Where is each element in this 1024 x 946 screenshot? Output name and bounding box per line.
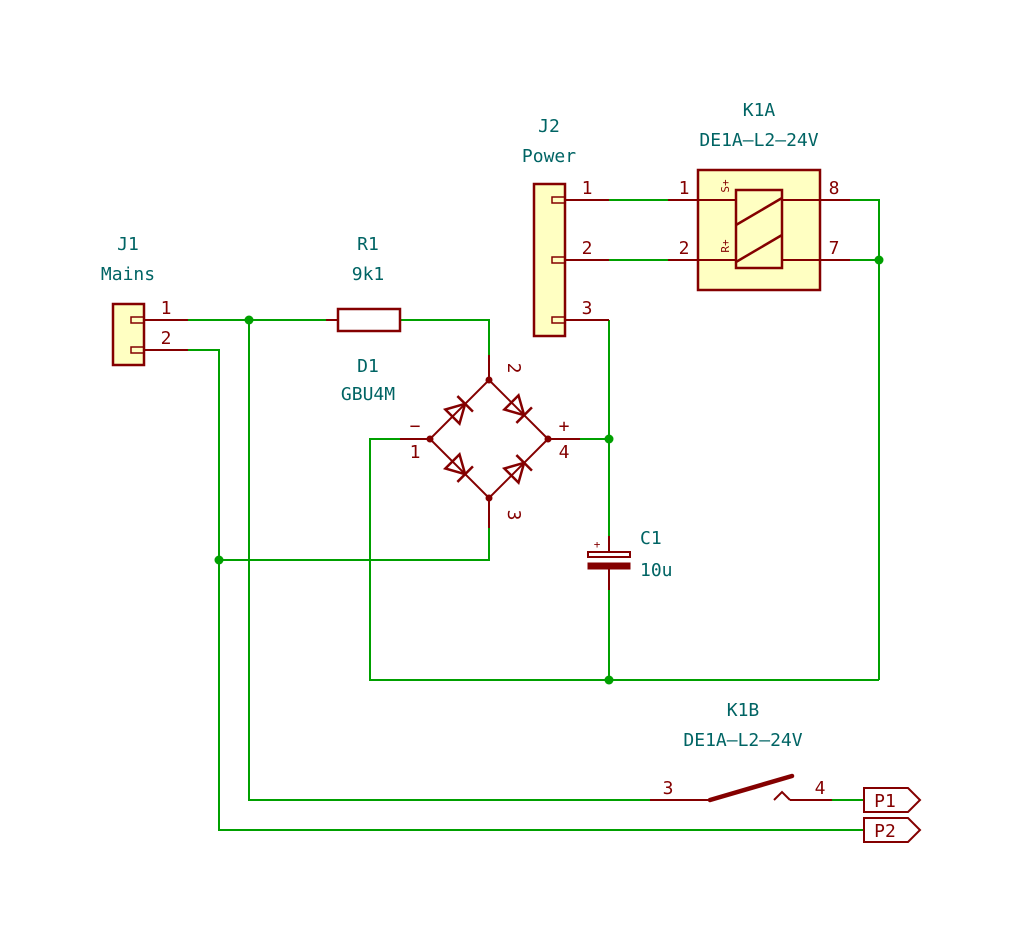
r1-body (336, 307, 402, 333)
junction-dot (214, 555, 224, 565)
d1-ref: D1 (357, 356, 379, 377)
k1b-ref: K1B (727, 700, 760, 721)
k1a-body (696, 168, 822, 292)
junctions (214, 255, 884, 685)
junction-dot (244, 315, 254, 325)
j2-pin2-label: 2 (582, 238, 593, 259)
j2-ref: J2 (538, 116, 560, 137)
d1-pin2-label: 2 (503, 363, 524, 374)
junction-dot (604, 675, 614, 685)
wire-j1-pin2-down (188, 349, 864, 831)
j2-pin1-label: 1 (582, 178, 593, 199)
r1-value: 9k1 (352, 264, 385, 285)
wire-bridge-ac-to-mains (219, 528, 490, 561)
junction-dot (874, 255, 884, 265)
wire-bridge-minus (369, 438, 879, 681)
wire-r1-to-bridge-top (400, 319, 490, 358)
port-p2[interactable]: P2 (863, 817, 922, 843)
k1a-pin1-label: 1 (679, 178, 690, 199)
bridge-rectifier-d1[interactable]: D1 GBU4M − + 1 (341, 355, 580, 528)
j1-pin2-label: 2 (161, 328, 172, 349)
resistor-r1[interactable]: R1 9k1 (326, 234, 402, 333)
d1-value: GBU4M (341, 384, 395, 405)
k1a-pin2-label: 2 (679, 238, 690, 259)
c1-ref: C1 (640, 528, 662, 549)
k1a-set-mark: S+ (719, 179, 732, 193)
diode-lower-right (501, 454, 533, 486)
k1b-pin3-label: 3 (663, 778, 674, 799)
junction-dot (604, 434, 614, 444)
j2-pin3-label: 3 (582, 298, 593, 319)
diode-upper-right (501, 392, 533, 424)
k1a-pin8-label: 8 (829, 178, 840, 199)
d1-pin4-label: 4 (559, 442, 570, 463)
k1a-pin7-label: 7 (829, 238, 840, 259)
wires (188, 199, 880, 831)
j1-value: Mains (101, 264, 155, 285)
j1-pin1-label: 1 (161, 298, 172, 319)
k1a-value: DE1A–L2–24V (699, 130, 818, 151)
k1a-reset-mark: R+ (719, 239, 732, 253)
wire-mains-to-switch (248, 320, 650, 801)
port-p1-label: P1 (874, 791, 896, 812)
r1-ref: R1 (357, 234, 379, 255)
connector-j1[interactable]: J1 Mains 1 2 (101, 234, 188, 367)
d1-pin3-label: 3 (503, 510, 524, 521)
connector-j2[interactable]: J2 Power 1 2 3 (522, 116, 609, 338)
c1-value: 10u (640, 560, 673, 581)
j1-body (111, 302, 146, 367)
c1-polarity-mark: + (594, 538, 601, 551)
diode-lower-left (442, 451, 474, 483)
port-p1[interactable]: P1 (863, 787, 922, 813)
k1a-ref: K1A (743, 100, 776, 121)
capacitor-c1[interactable]: C1 10u + (587, 528, 673, 590)
d1-minus-label: − (410, 416, 421, 437)
wire-k1a-8-7 (850, 199, 880, 680)
j2-body (532, 182, 567, 338)
port-p2-label: P2 (874, 821, 896, 842)
k1b-pin4-label: 4 (815, 778, 826, 799)
k1b-value: DE1A–L2–24V (683, 730, 802, 751)
relay-k1a-coil[interactable]: K1A DE1A–L2–24V S+ R+ 1 2 8 7 (668, 100, 850, 292)
relay-k1b-switch[interactable]: K1B DE1A–L2–24V 3 4 (650, 700, 832, 803)
d1-pin1-label: 1 (410, 442, 421, 463)
j1-ref: J1 (117, 234, 139, 255)
d1-plus-label: + (559, 416, 570, 437)
j2-value: Power (522, 146, 576, 167)
diode-upper-left (442, 395, 474, 427)
